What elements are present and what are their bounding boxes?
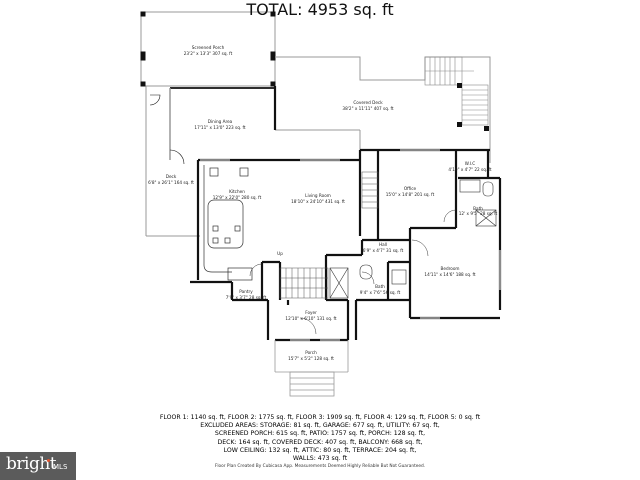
room-dims-wic: 4'10" x 4'7" 22 sq. ft — [448, 167, 492, 172]
room-name-hall: Hall — [379, 242, 387, 247]
room-name-foyer: Foyer — [305, 310, 317, 315]
room-dims-kitchen: 12'9" x 22'0" 280 sq. ft — [213, 195, 262, 200]
room-dims-bath-1: 12' x 9'5" 28 sq. ft — [459, 211, 498, 216]
room-labels: Screened Porch 23'2" x 13'3" 307 sq. ft … — [148, 45, 498, 361]
office-stairs — [361, 171, 379, 209]
room-name-pantry: Pantry — [239, 289, 253, 294]
room-dims-porch: 15'7" x 5'2" 128 sq. ft — [288, 356, 334, 361]
bright-mls-logo: bright MLS — [0, 452, 76, 480]
floor-plan: Screened Porch 23'2" x 13'3" 307 sq. ft … — [140, 11, 502, 397]
room-dims-office: 15'0" x 14'8" 201 sq. ft — [386, 192, 435, 197]
room-dims-bath-2: 9'4" x 7'6" 56 sq. ft — [360, 290, 401, 295]
room-dims-hall: 6'9" x 4'7" 31 sq. ft — [363, 248, 404, 253]
area-line: EXCLUDED AREAS: STORAGE: 81 sq. ft, GARA… — [200, 422, 440, 430]
room-dims-dining-area: 17'11" x 13'0" 223 sq. ft — [194, 125, 246, 130]
room-dims-bedroom: 14'11" x 14'6" 188 sq. ft — [424, 272, 476, 277]
room-name-bath-2: Bath — [375, 284, 385, 289]
main-walls — [190, 148, 502, 342]
room-name-living-room: Living Room — [305, 193, 331, 198]
logo-dot — [47, 459, 50, 462]
room-dims-covered-deck: 38'2" x 11'11" 407 sq. ft — [342, 106, 394, 111]
exterior-stairs — [424, 56, 489, 126]
room-dims-pantry: 7'9" x 3'7" 28 sq. ft — [226, 295, 267, 300]
room-name-covered-deck: Covered Deck — [353, 100, 383, 105]
room-name-porch: Porch — [305, 350, 317, 355]
bath-fixtures — [329, 179, 497, 299]
total-area: TOTAL: 4953 sq. ft — [246, 0, 394, 19]
room-dims-foyer: 12'10" x 6'10" 131 sq. ft — [285, 316, 337, 321]
room-name-dining-area: Dining Area — [208, 119, 233, 124]
room-name-deck: Deck — [166, 174, 177, 179]
logo-brand: bright — [6, 454, 57, 474]
area-line: SCREENED PORCH: 615 sq. ft, PATIO: 1757 … — [214, 430, 426, 438]
room-name-bath-1: Bath — [473, 206, 483, 211]
porch-outline — [274, 340, 349, 397]
stair-up-label: Up — [277, 251, 283, 256]
room-dims-living-room: 18'10" x 24'10" 431 sq. ft — [291, 199, 345, 204]
area-line: DECK: 164 sq. ft, COVERED DECK: 407 sq. … — [217, 438, 423, 446]
dining-deck-walls — [145, 86, 277, 280]
interior-stairs — [279, 267, 329, 299]
room-name-wic: W.I.C — [465, 161, 476, 166]
room-name-bedroom: Bedroom — [441, 266, 460, 271]
area-line: WALLS: 473 sq. ft — [292, 455, 348, 463]
room-dims-deck: 6'8" x 26'1" 164 sq. ft — [148, 180, 194, 185]
area-breakdown: FLOOR 1: 1140 sq. ft, FLOOR 2: 1775 sq. … — [0, 414, 640, 463]
room-dims-screened-porch: 23'2" x 13'3" 307 sq. ft — [184, 51, 233, 56]
room-name-screened-porch: Screened Porch — [192, 45, 225, 50]
room-name-kitchen: Kitchen — [229, 189, 245, 194]
room-name-office: Office — [404, 186, 417, 191]
logo-suffix: MLS — [53, 463, 68, 471]
area-line: FLOOR 1: 1140 sq. ft, FLOOR 2: 1775 sq. … — [159, 414, 481, 421]
credit-note: Floor Plan Created By Cubicasa App. Meas… — [214, 464, 426, 469]
kitchen-fixtures — [203, 165, 253, 281]
area-line: LOW CEILING: 132 sq. ft, ATTIC: 80 sq. f… — [223, 446, 417, 454]
doors — [249, 209, 457, 335]
screened-porch-outline — [140, 11, 276, 87]
windows — [200, 149, 501, 341]
